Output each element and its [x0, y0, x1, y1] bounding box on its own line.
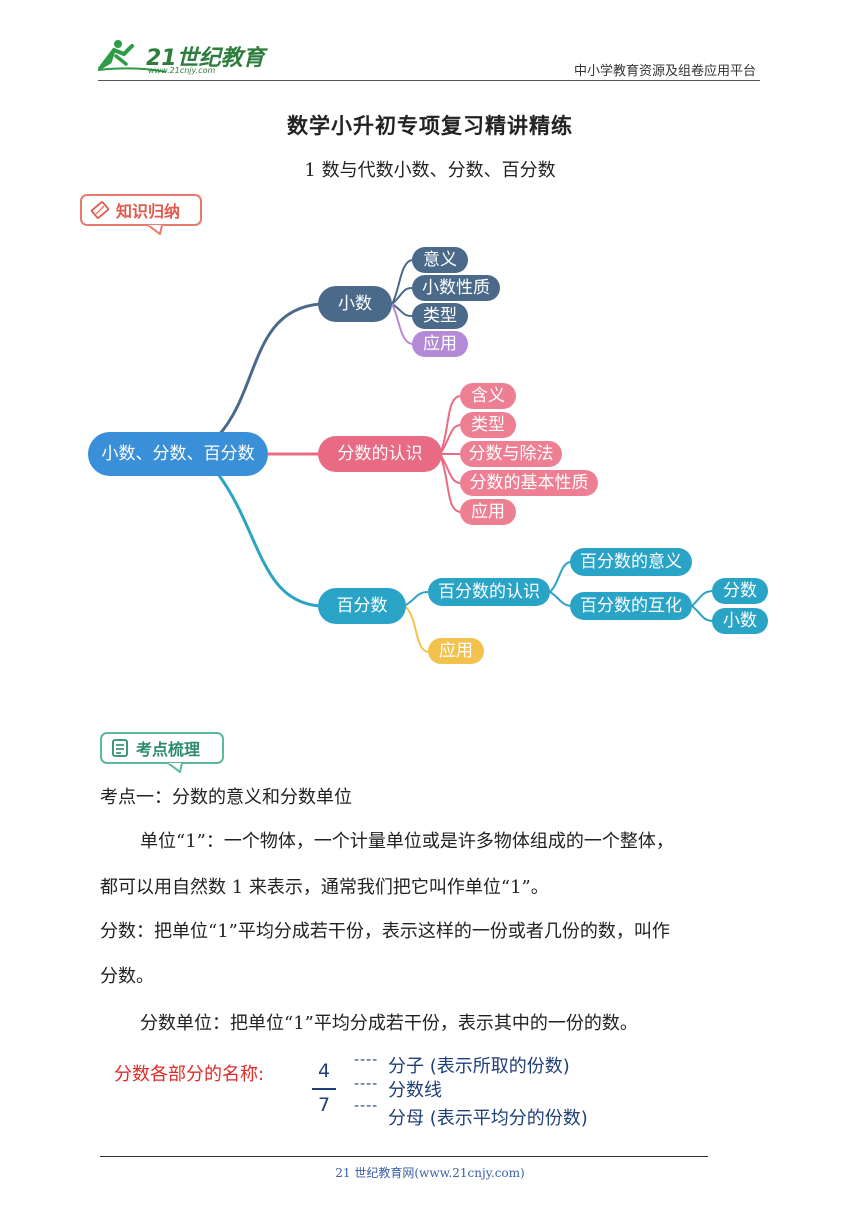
mindmap-fraction-type: 类型 [460, 412, 516, 438]
checklist-icon [112, 739, 128, 757]
fraction-denominator: 7 [317, 1094, 331, 1116]
footer-divider [100, 1156, 708, 1157]
page-title: 数学小升初专项复习精讲精练 [287, 114, 573, 138]
logo-text: 21世纪教育 [146, 46, 265, 71]
mindmap-percent-meaning: 百分数的意义 [570, 548, 692, 576]
mindmap-percent-conversion: 百分数的互化 [570, 592, 692, 620]
fraction-line-desc: 分数线 [388, 1080, 442, 1101]
knowledge-summary-badge: 知识归纳 [80, 194, 202, 226]
badge-tail [148, 225, 164, 235]
line-dash: ---- [354, 1076, 379, 1092]
fraction-def-line2: 分数。 [100, 966, 154, 987]
fraction-bar [312, 1088, 336, 1090]
mindmap-fraction: 分数的认识 [318, 436, 442, 472]
mindmap-decimal-property: 小数性质 [412, 275, 500, 301]
mindmap-conversion-decimal: 小数 [712, 608, 768, 634]
pencil-ruler-icon [90, 201, 110, 219]
unit-def-line2: 都可以用自然数 1 来表示，通常我们把它叫作单位“1”。 [100, 877, 549, 898]
mindmap-fraction-meaning: 含义 [460, 383, 516, 409]
mindmap-fraction-application: 应用 [460, 499, 516, 525]
site-logo [96, 36, 266, 78]
fraction-parts-label: 分数各部分的名称: [114, 1064, 265, 1085]
denominator-dash: ---- [354, 1098, 379, 1114]
header-divider [98, 80, 760, 81]
numerator-dash: ---- [354, 1052, 379, 1068]
denominator-desc: 分母 (表示平均分的份数) [388, 1108, 588, 1129]
mindmap-fraction-basic-property: 分数的基本性质 [460, 470, 598, 496]
point1-title: 考点一：分数的意义和分数单位 [100, 787, 352, 808]
mindmap-root: 小数、分数、百分数 [88, 432, 268, 476]
mindmap-decimal: 小数 [318, 286, 392, 322]
fraction-def-line1: 分数：把单位“1”平均分成若干份，表示这样的一份或者几份的数，叫作 [100, 921, 670, 942]
mind-map-connectors [216, 259, 713, 653]
mindmap-conversion-fraction: 分数 [712, 578, 768, 604]
badge-points-label: 考点梳理 [136, 740, 201, 759]
mindmap-decimal-application: 应用 [412, 331, 468, 357]
fraction-numerator: 4 [317, 1060, 331, 1082]
mindmap-decimal-type: 类型 [412, 303, 468, 329]
logo-url: www.21cnjy.com [148, 66, 216, 75]
mindmap-percent: 百分数 [318, 588, 406, 624]
unit-def-line1: 单位“1”：一个物体，一个计量单位或是许多物体组成的一个整体， [140, 831, 674, 852]
header-platform-text: 中小学教育资源及组卷应用平台 [573, 64, 756, 79]
mind-map: 小数、分数、百分数 小数 意义 小数性质 类型 应用 分数的认识 含义 类型 分… [0, 230, 860, 690]
exam-points-badge: 考点梳理 [100, 732, 224, 764]
mindmap-percent-recognition: 百分数的认识 [428, 578, 550, 606]
badge-tail [168, 763, 184, 773]
numerator-desc: 分子 (表示所取的份数) [388, 1056, 570, 1077]
footer-text: 21 世纪教育网(www.21cnjy.com) [335, 1166, 525, 1180]
badge-knowledge-label: 知识归纳 [116, 202, 181, 221]
mindmap-fraction-division: 分数与除法 [460, 441, 562, 467]
fraction-unit-def: 分数单位：把单位“1”平均分成若干份，表示其中的一份的数。 [140, 1013, 638, 1034]
mindmap-decimal-meaning: 意义 [412, 247, 468, 273]
page-subtitle: 1 数与代数小数、分数、百分数 [304, 160, 556, 181]
mindmap-percent-application: 应用 [428, 638, 484, 664]
